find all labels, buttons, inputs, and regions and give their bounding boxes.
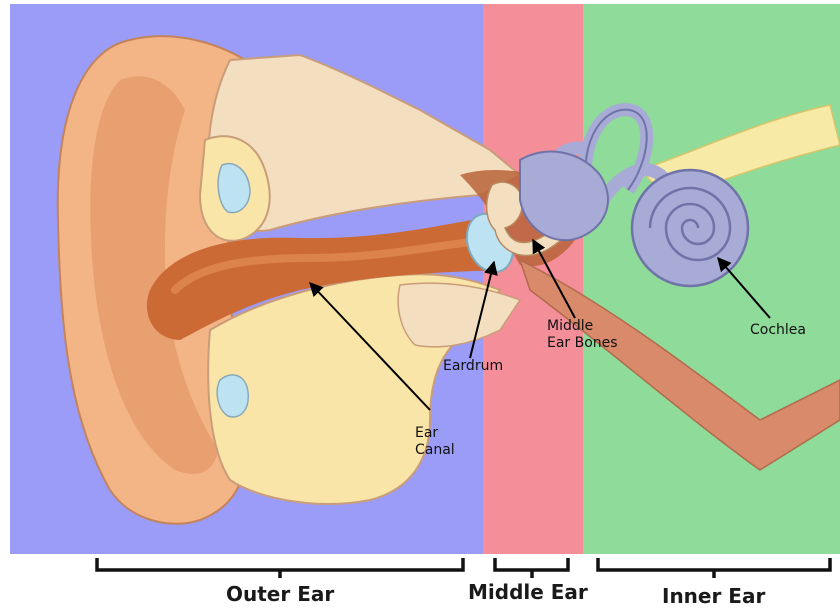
- outer-ear-bracket: [97, 558, 463, 578]
- outer-ear-title: Outer Ear: [226, 582, 334, 606]
- cochlea: [632, 170, 748, 286]
- ear-canal-label: Ear Canal: [415, 425, 455, 459]
- middle-ear-bones-label-line2: Ear Bones: [547, 335, 618, 352]
- eardrum-label: Eardrum: [443, 358, 503, 375]
- middle-ear-title: Middle Ear: [468, 580, 588, 604]
- cartilage-hole-lower: [217, 375, 248, 417]
- middle-ear-bones-label-line1: Middle: [547, 318, 618, 335]
- cochlea-label: Cochlea: [750, 322, 806, 339]
- inner-ear-bracket: [598, 558, 830, 578]
- inner-ear-title: Inner Ear: [662, 584, 765, 608]
- middle-ear-bones-label: Middle Ear Bones: [547, 318, 618, 352]
- middle-ear-bracket: [495, 558, 568, 578]
- ear-canal-label-line1: Ear: [415, 425, 455, 442]
- ear-canal-label-line2: Canal: [415, 442, 455, 459]
